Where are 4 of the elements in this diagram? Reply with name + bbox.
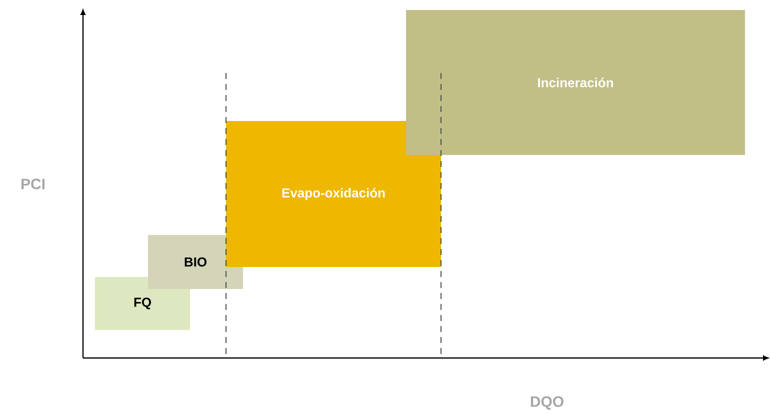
- process-box: Incineración: [406, 10, 745, 155]
- axis-label: PCI: [22, 178, 45, 190]
- axis-label: DQO: [530, 396, 564, 410]
- process-box: Evapo-oxidación: [226, 121, 441, 267]
